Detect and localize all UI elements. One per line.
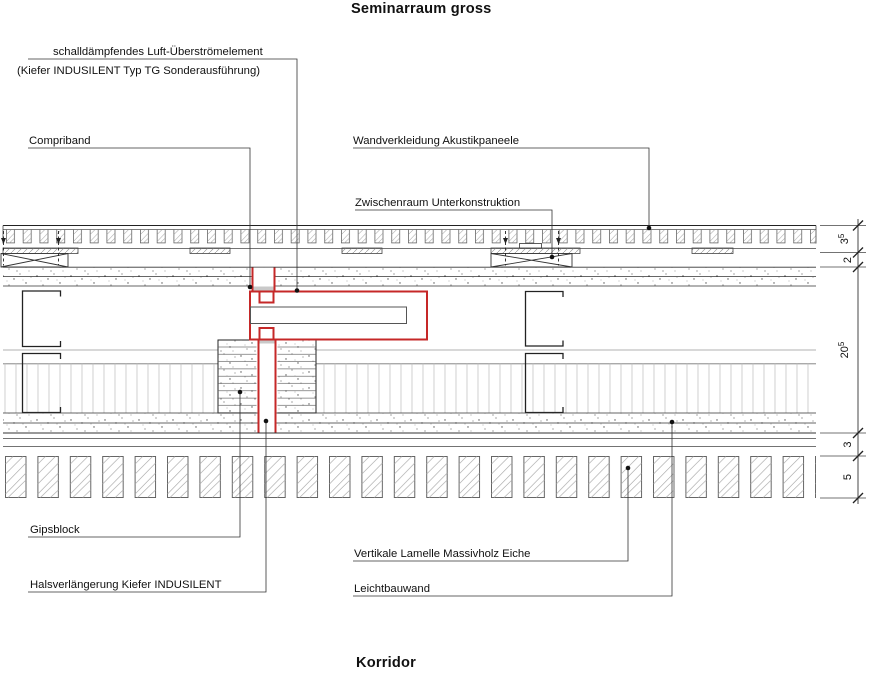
label-compriband: Compriband [29,135,91,147]
dim-5: 5 [842,474,854,480]
gypsum-block-column [217,339,317,414]
label-overflow-element-line1: schalldämpfendes Luft-Überströmelement [53,46,264,58]
label-wall-cladding: Wandverkleidung Akustikpaneele [353,135,519,147]
neck-channel-gap [256,339,278,414]
overflow-channel-upper-gap [252,267,275,287]
dimension-ticks [852,220,864,504]
label-vertical-lamella: Vertikale Lamelle Massivholz Eiche [354,548,530,560]
fastener-screws [1,231,561,266]
substructure-box-left [0,253,69,268]
room-title-bottom: Korridor [356,655,416,671]
dim-2: 2 [842,257,854,263]
dim-3-5: 35 [837,233,851,244]
dim-20-5: 205 [837,341,851,358]
dim-3: 3 [842,441,854,447]
room-title-top: Seminarraum gross [351,1,491,17]
label-substructure-gap: Zwischenraum Unterkonstruktion [355,197,520,209]
compriband-slot-lower [258,339,276,344]
label-overflow-element-line2: (Kiefer INDUSILENT Typ TG Sonderausführu… [17,65,260,77]
leader-dots [237,225,675,471]
plaster-band-upper [3,266,816,287]
dimension-chain: 35 2 205 3 5 [820,219,866,504]
compriband-slot-upper [252,286,275,292]
oak-lamella-row [3,456,816,498]
insulation-field [3,363,816,413]
silencer-inner-slot [250,306,407,324]
acoustic-panel-slats [2,225,817,249]
annotations: schalldämpfendes Luft-Überströmelement (… [17,46,675,597]
label-lightweight-wall: Leichtbauwand [354,583,430,595]
plaster-band-lower [3,412,816,434]
label-gypsum-block: Gipsblock [30,524,80,536]
label-neck-extension: Halsverlängerung Kiefer INDUSILENT [30,579,222,591]
leader-lines [28,58,673,597]
outlet-notch [258,327,275,339]
substructure-box-middle [490,253,573,268]
metal-stud-profiles [21,290,564,414]
inlet-notch [258,292,275,304]
